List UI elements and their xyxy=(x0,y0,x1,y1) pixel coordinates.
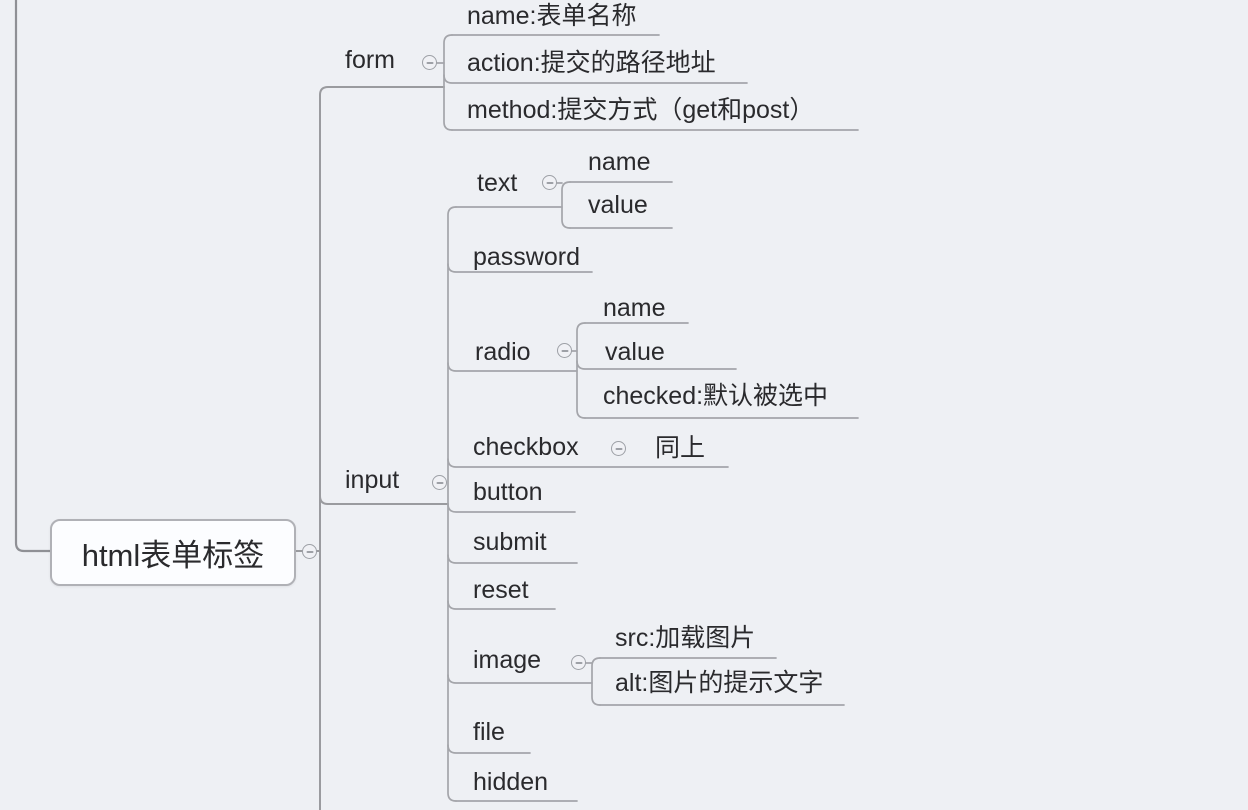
collapse-button-checkbox[interactable] xyxy=(611,441,626,456)
topic-input[interactable]: input xyxy=(345,466,400,494)
minus-icon xyxy=(426,61,433,64)
topic-hidden[interactable]: hidden xyxy=(473,768,549,796)
topic-radio[interactable]: radio xyxy=(475,338,531,366)
topic-text[interactable]: text xyxy=(477,169,518,197)
collapse-button-radio[interactable] xyxy=(557,343,572,358)
root-topic[interactable]: html表单标签 xyxy=(50,519,296,586)
left-connector-line xyxy=(14,0,52,553)
topic-text-name[interactable]: name xyxy=(588,148,651,176)
topic-form-method[interactable]: method:提交方式（get和post） xyxy=(467,96,815,124)
topic-radio-name[interactable]: name xyxy=(603,294,666,322)
topic-button[interactable]: button xyxy=(473,478,543,506)
topic-checkbox[interactable]: checkbox xyxy=(473,433,579,461)
topic-form-action[interactable]: action:提交的路径地址 xyxy=(467,49,716,77)
input-underline xyxy=(319,495,449,505)
topic-text-value[interactable]: value xyxy=(588,191,648,219)
topic-reset[interactable]: reset xyxy=(473,576,529,604)
collapse-button-form[interactable] xyxy=(422,55,437,70)
form-children-brace xyxy=(443,34,453,131)
topic-image-src[interactable]: src:加载图片 xyxy=(615,624,756,652)
minus-icon xyxy=(546,181,553,184)
image-underline xyxy=(447,674,593,684)
topic-image[interactable]: image xyxy=(473,646,542,674)
collapse-button-image[interactable] xyxy=(571,655,586,670)
topic-submit[interactable]: submit xyxy=(473,528,547,556)
text-children-brace xyxy=(561,181,571,229)
collapse-button-root[interactable] xyxy=(302,544,317,559)
topic-form-name[interactable]: name:表单名称 xyxy=(467,2,637,30)
radio-children-brace xyxy=(576,322,586,419)
topic-radio-value[interactable]: value xyxy=(605,338,665,366)
branch-trunk-line xyxy=(319,86,445,810)
minus-icon xyxy=(306,550,313,553)
minus-icon xyxy=(561,349,568,352)
topic-file[interactable]: file xyxy=(473,718,505,746)
collapse-button-input[interactable] xyxy=(432,475,447,490)
minus-icon xyxy=(575,661,582,664)
collapse-button-text[interactable] xyxy=(542,175,557,190)
minus-icon xyxy=(436,481,443,484)
topic-image-alt[interactable]: alt:图片的提示文字 xyxy=(615,669,824,697)
image-children-brace xyxy=(591,657,601,706)
minus-icon xyxy=(615,447,622,450)
topic-password[interactable]: password xyxy=(473,243,580,271)
input-children-brace xyxy=(447,206,457,802)
topic-radio-checked[interactable]: checked:默认被选中 xyxy=(603,382,829,410)
topic-checkbox-same[interactable]: 同上 xyxy=(655,434,706,462)
topic-form[interactable]: form xyxy=(345,46,395,74)
